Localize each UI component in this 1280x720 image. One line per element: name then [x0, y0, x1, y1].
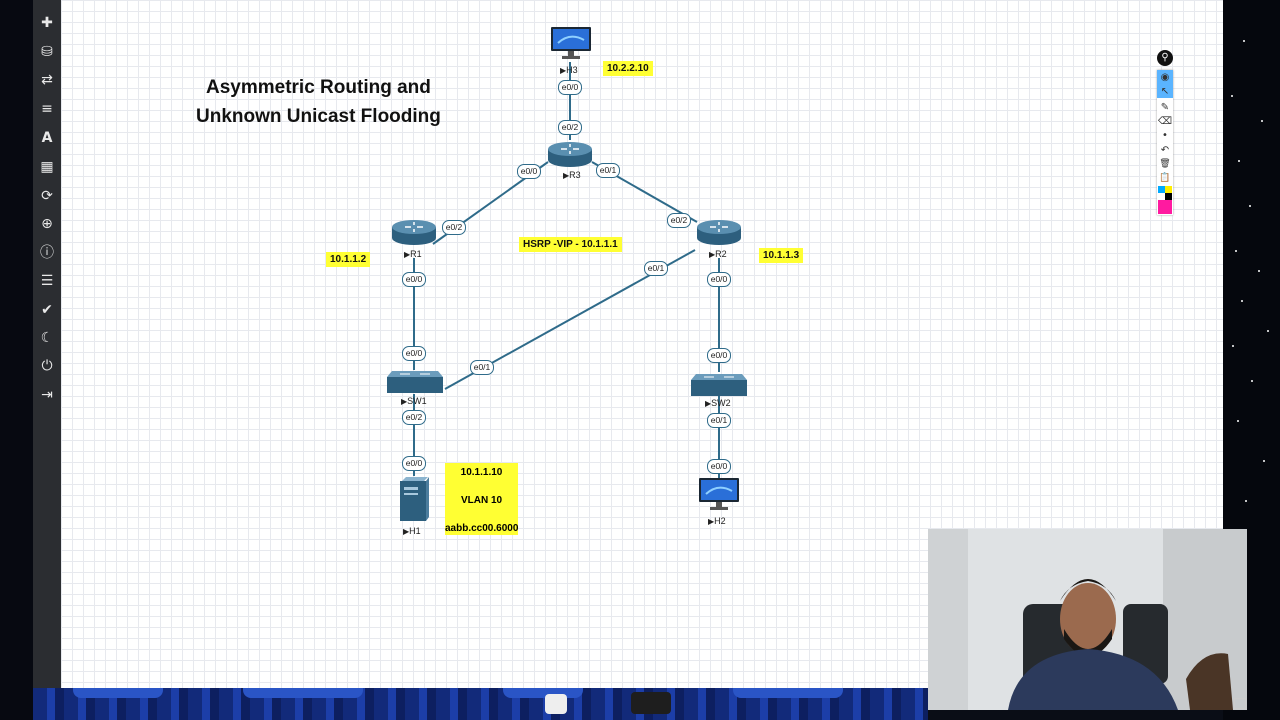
- grid-icon[interactable]: ▦: [40, 159, 54, 175]
- switch-icon: [691, 374, 747, 396]
- iface-r3-e01[interactable]: e0/1: [596, 163, 620, 178]
- presenter-video: [928, 529, 1247, 710]
- character-foot-left: [545, 694, 567, 714]
- iface-h1-e00[interactable]: e0/0: [402, 456, 426, 471]
- annotation-toolbar: ◉ ↖ ✎ ⌫ • ↶ 🗑 📋: [1157, 70, 1173, 215]
- router-icon: [392, 220, 436, 245]
- node-label-sw1: SW1: [401, 396, 427, 406]
- node-label-sw2: SW2: [705, 398, 731, 408]
- color-swatch-black[interactable]: [1165, 193, 1172, 200]
- left-toolbar: ✚ ⛁ ⇄ ≡ A ▦ ⟳ ⊕ ⓘ ☰ ✔ ☾ ⏻ ⇥: [33, 0, 61, 720]
- iface-r2-e02[interactable]: e0/2: [667, 213, 691, 228]
- host-h2[interactable]: [698, 477, 740, 518]
- server-icon: [400, 477, 429, 521]
- node-label-h1: H1: [403, 526, 421, 536]
- check-icon[interactable]: ✔: [41, 302, 53, 318]
- host-h1[interactable]: [398, 475, 430, 528]
- r1-ip-label: 10.1.1.2: [326, 252, 371, 267]
- node-label-r2: R2: [709, 249, 727, 259]
- host-h3[interactable]: [550, 26, 592, 67]
- webcam-settings-icon[interactable]: [1234, 698, 1246, 709]
- iface-sw1-e00[interactable]: e0/0: [402, 346, 426, 361]
- switch-sw2[interactable]: [690, 372, 748, 403]
- pointer-icon[interactable]: ↖: [1157, 84, 1173, 98]
- dot-icon[interactable]: •: [1162, 129, 1168, 141]
- h3-ip-label: 10.2.2.10: [603, 61, 653, 76]
- webcam-overlay: [928, 529, 1247, 710]
- storage-icon[interactable]: ⛁: [41, 44, 53, 60]
- character-foot-right: [631, 692, 671, 714]
- node-label-h2: H2: [708, 516, 726, 526]
- iface-r3-e02[interactable]: e0/2: [558, 120, 582, 135]
- trash-icon[interactable]: 🗑: [1159, 159, 1171, 169]
- power-icon[interactable]: ⏻: [41, 358, 53, 374]
- iface-h3-e00[interactable]: e0/0: [558, 80, 582, 95]
- color-swatch-magenta[interactable]: [1158, 200, 1172, 214]
- undo-icon[interactable]: ↶: [1160, 144, 1170, 156]
- router-r3[interactable]: [547, 140, 593, 173]
- diagram-title-line1: Asymmetric Routing and: [206, 77, 431, 98]
- pen-icon[interactable]: ✎: [1160, 101, 1170, 113]
- h1-vlan-label: VLAN 10: [460, 495, 503, 506]
- router-r1[interactable]: [391, 218, 437, 251]
- refresh-icon[interactable]: ⟳: [41, 188, 53, 204]
- node-label-r3: R3: [563, 170, 581, 180]
- pin-icon[interactable]: ⚲: [1157, 50, 1173, 66]
- color-swatch-yellow[interactable]: [1165, 186, 1172, 193]
- monitor-icon: [551, 27, 591, 59]
- color-swatch-blue[interactable]: [1158, 186, 1165, 193]
- node-label-h3: H3: [560, 65, 578, 75]
- switch-sw1[interactable]: [386, 369, 444, 400]
- iface-h2-e00[interactable]: e0/0: [707, 459, 731, 474]
- eye-icon[interactable]: ◉: [1157, 70, 1173, 84]
- info-icon[interactable]: ⓘ: [40, 245, 54, 261]
- iface-r1-e02[interactable]: e0/2: [442, 220, 466, 235]
- iface-r2-e00[interactable]: e0/0: [707, 272, 731, 287]
- moon-icon[interactable]: ☾: [40, 330, 54, 346]
- monitor-icon: [699, 478, 739, 510]
- iface-r3-e00[interactable]: e0/0: [517, 164, 541, 179]
- clipboard-icon[interactable]: 📋: [1159, 173, 1171, 183]
- bottom-wallpaper-strip: [33, 688, 928, 720]
- logout-icon[interactable]: ⇥: [41, 387, 53, 403]
- hsrp-vip-label: HSRP -VIP - 10.1.1.1: [519, 237, 622, 252]
- router-icon: [548, 142, 592, 167]
- eraser-icon[interactable]: ⌫: [1157, 115, 1173, 127]
- router-icon: [697, 220, 741, 245]
- zoom-icon[interactable]: ⊕: [41, 216, 53, 232]
- h1-mac-label: aabb.cc00.6000: [445, 523, 519, 534]
- diagram-title-line2: Unknown Unicast Flooding: [196, 106, 441, 127]
- iface-sw2-e01[interactable]: e0/1: [707, 413, 731, 428]
- h1-ip-label: 10.1.1.10: [460, 467, 503, 478]
- list-icon[interactable]: ☰: [40, 273, 54, 289]
- align-icon[interactable]: ≡: [41, 101, 53, 117]
- swap-icon[interactable]: ⇄: [41, 72, 53, 88]
- iface-sw1-e01[interactable]: e0/1: [470, 360, 494, 375]
- iface-sw1-e02[interactable]: e0/2: [402, 410, 426, 425]
- router-r2[interactable]: [696, 218, 742, 251]
- iface-sw2-e00[interactable]: e0/0: [707, 348, 731, 363]
- topology-canvas[interactable]: Asymmetric Routing and Unknown Unicast F…: [61, 0, 1223, 688]
- switch-icon: [387, 371, 443, 393]
- h1-info-box: 10.1.1.10 VLAN 10 aabb.cc00.6000: [445, 463, 518, 535]
- iface-r2-e01[interactable]: e0/1: [644, 261, 668, 276]
- text-icon[interactable]: A: [41, 130, 53, 146]
- iface-r1-e00[interactable]: e0/0: [402, 272, 426, 287]
- r2-ip-label: 10.1.1.3: [759, 248, 804, 263]
- node-label-r1: R1: [404, 249, 422, 259]
- add-icon[interactable]: ✚: [41, 15, 53, 31]
- left-background: [0, 0, 33, 720]
